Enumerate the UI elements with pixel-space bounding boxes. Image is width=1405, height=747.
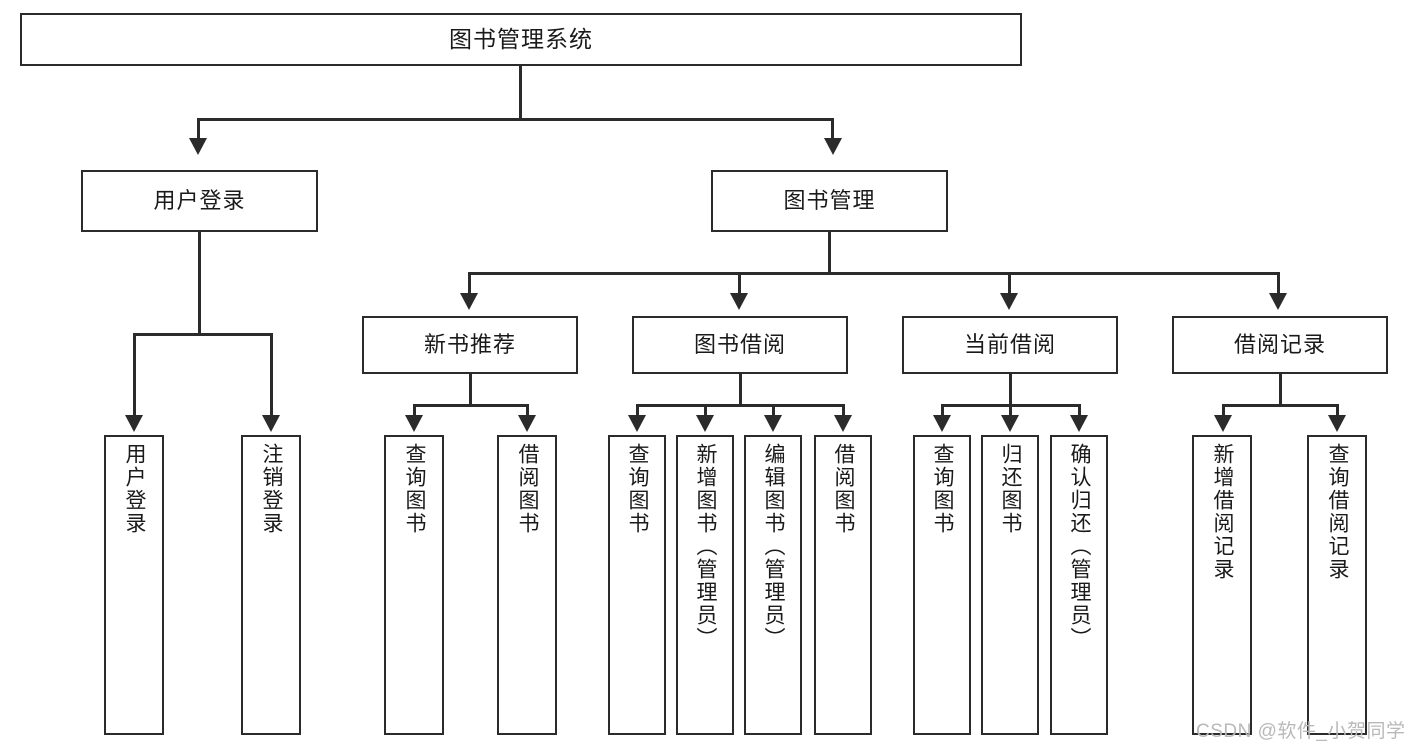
node-new-book-recommend[interactable]: 新书推荐	[362, 316, 578, 374]
connector-root-leg-left	[197, 118, 200, 141]
leaf-return-book[interactable]: 归还图书	[981, 435, 1039, 735]
connector-current-borrow-leg-1	[941, 404, 944, 418]
arrow-to-leaf-confirm-return	[1070, 415, 1088, 432]
leaf-label: 查询借阅记录	[1326, 443, 1350, 581]
connector-book-manage-stem	[828, 232, 831, 274]
arrow-to-leaf-query-book-3	[933, 415, 951, 432]
node-label: 图书管理	[783, 188, 876, 214]
connector-root-bus	[197, 118, 834, 121]
node-label: 用户登录	[153, 188, 246, 214]
leaf-label: 归还图书	[999, 443, 1023, 535]
connector-book-borrow-bus	[636, 404, 845, 407]
leaf-query-book-newbook[interactable]: 查询图书	[384, 435, 444, 735]
connector-book-manage-leg-3	[1008, 272, 1011, 296]
leaf-add-book-admin[interactable]: 新增图书（管理员）	[676, 435, 734, 735]
connector-borrow-record-leg-1	[1222, 404, 1225, 418]
connector-user-login-leg-1	[133, 333, 136, 418]
arrow-to-leaf-edit-book	[764, 415, 782, 432]
arrow-to-borrow-record	[1269, 293, 1287, 310]
connector-new-book-stem	[469, 374, 472, 406]
connector-current-borrow-stem	[1009, 374, 1012, 406]
leaf-query-book-borrow[interactable]: 查询图书	[608, 435, 666, 735]
node-label: 当前借阅	[963, 332, 1056, 358]
leaf-label: 注销登录	[260, 443, 284, 535]
connector-book-borrow-leg-2	[704, 404, 707, 418]
node-label: 借阅记录	[1233, 332, 1326, 358]
connector-user-login-bus	[133, 333, 273, 336]
leaf-confirm-return-admin[interactable]: 确认归还（管理员）	[1050, 435, 1108, 735]
arrow-to-current-borrow	[1000, 293, 1018, 310]
arrow-to-leaf-borrow-book-2	[834, 415, 852, 432]
leaf-borrow-book[interactable]: 借阅图书	[814, 435, 872, 735]
connector-current-borrow-leg-3	[1078, 404, 1081, 418]
connector-borrow-record-stem	[1279, 374, 1282, 406]
connector-root-leg-right	[831, 118, 834, 141]
node-root-system[interactable]: 图书管理系统	[20, 13, 1022, 66]
node-book-manage[interactable]: 图书管理	[711, 170, 948, 232]
arrow-to-leaf-query-record	[1328, 415, 1346, 432]
leaf-label: 查询图书	[403, 443, 427, 535]
node-borrow-record[interactable]: 借阅记录	[1172, 316, 1388, 374]
leaf-user-login[interactable]: 用户登录	[104, 435, 164, 735]
arrow-to-new-book	[460, 293, 478, 310]
arrow-to-leaf-query-book-1	[405, 415, 423, 432]
connector-book-borrow-stem	[739, 374, 742, 406]
connector-new-book-leg-1	[413, 404, 416, 418]
connector-borrow-record-bus	[1222, 404, 1339, 407]
connector-book-manage-bus	[468, 272, 1280, 275]
leaf-query-borrow-record[interactable]: 查询借阅记录	[1307, 435, 1367, 735]
leaf-label: 借阅图书	[516, 443, 540, 535]
leaf-label: 用户登录	[123, 443, 147, 535]
connector-user-login-leg-2	[270, 333, 273, 418]
arrow-to-book-manage	[824, 138, 842, 155]
arrow-to-leaf-query-book-2	[628, 415, 646, 432]
arrow-to-book-borrow	[730, 293, 748, 310]
arrow-to-leaf-add-book	[696, 415, 714, 432]
connector-book-borrow-leg-1	[636, 404, 639, 418]
connector-current-borrow-leg-2	[1009, 404, 1012, 418]
leaf-label: 新增借阅记录	[1211, 443, 1235, 581]
node-book-borrow[interactable]: 图书借阅	[632, 316, 848, 374]
node-user-login[interactable]: 用户登录	[81, 170, 318, 232]
leaf-query-book-current[interactable]: 查询图书	[913, 435, 971, 735]
leaf-borrow-book-newbook[interactable]: 借阅图书	[497, 435, 557, 735]
connector-book-borrow-leg-3	[772, 404, 775, 418]
connector-user-login-stem	[198, 232, 201, 335]
leaf-edit-book-admin[interactable]: 编辑图书（管理员）	[744, 435, 802, 735]
connector-book-manage-leg-2	[738, 272, 741, 296]
arrow-to-user-login	[189, 138, 207, 155]
leaf-add-borrow-record[interactable]: 新增借阅记录	[1192, 435, 1252, 735]
leaf-label: 查询图书	[626, 443, 650, 535]
connector-book-manage-leg-1	[468, 272, 471, 296]
connector-new-book-bus	[413, 404, 529, 407]
leaf-label: 确认归还（管理员）	[1068, 443, 1092, 650]
arrow-to-leaf-logout	[262, 415, 280, 432]
arrow-to-leaf-borrow-book-1	[518, 415, 536, 432]
connector-book-manage-leg-4	[1277, 272, 1280, 296]
arrow-to-leaf-return-book	[1001, 415, 1019, 432]
leaf-label: 编辑图书（管理员）	[762, 443, 786, 650]
connector-book-borrow-leg-4	[842, 404, 845, 418]
node-label: 图书管理系统	[449, 26, 593, 53]
arrow-to-leaf-add-record	[1214, 415, 1232, 432]
leaf-label: 新增图书（管理员）	[694, 443, 718, 650]
connector-borrow-record-leg-2	[1336, 404, 1339, 418]
node-label: 图书借阅	[693, 332, 786, 358]
node-label: 新书推荐	[423, 332, 516, 358]
leaf-logout[interactable]: 注销登录	[241, 435, 301, 735]
arrow-to-leaf-user-login	[125, 415, 143, 432]
connector-new-book-leg-2	[526, 404, 529, 418]
node-current-borrow[interactable]: 当前借阅	[902, 316, 1118, 374]
leaf-label: 借阅图书	[832, 443, 856, 535]
connector-root-stem	[519, 66, 522, 119]
leaf-label: 查询图书	[931, 443, 955, 535]
